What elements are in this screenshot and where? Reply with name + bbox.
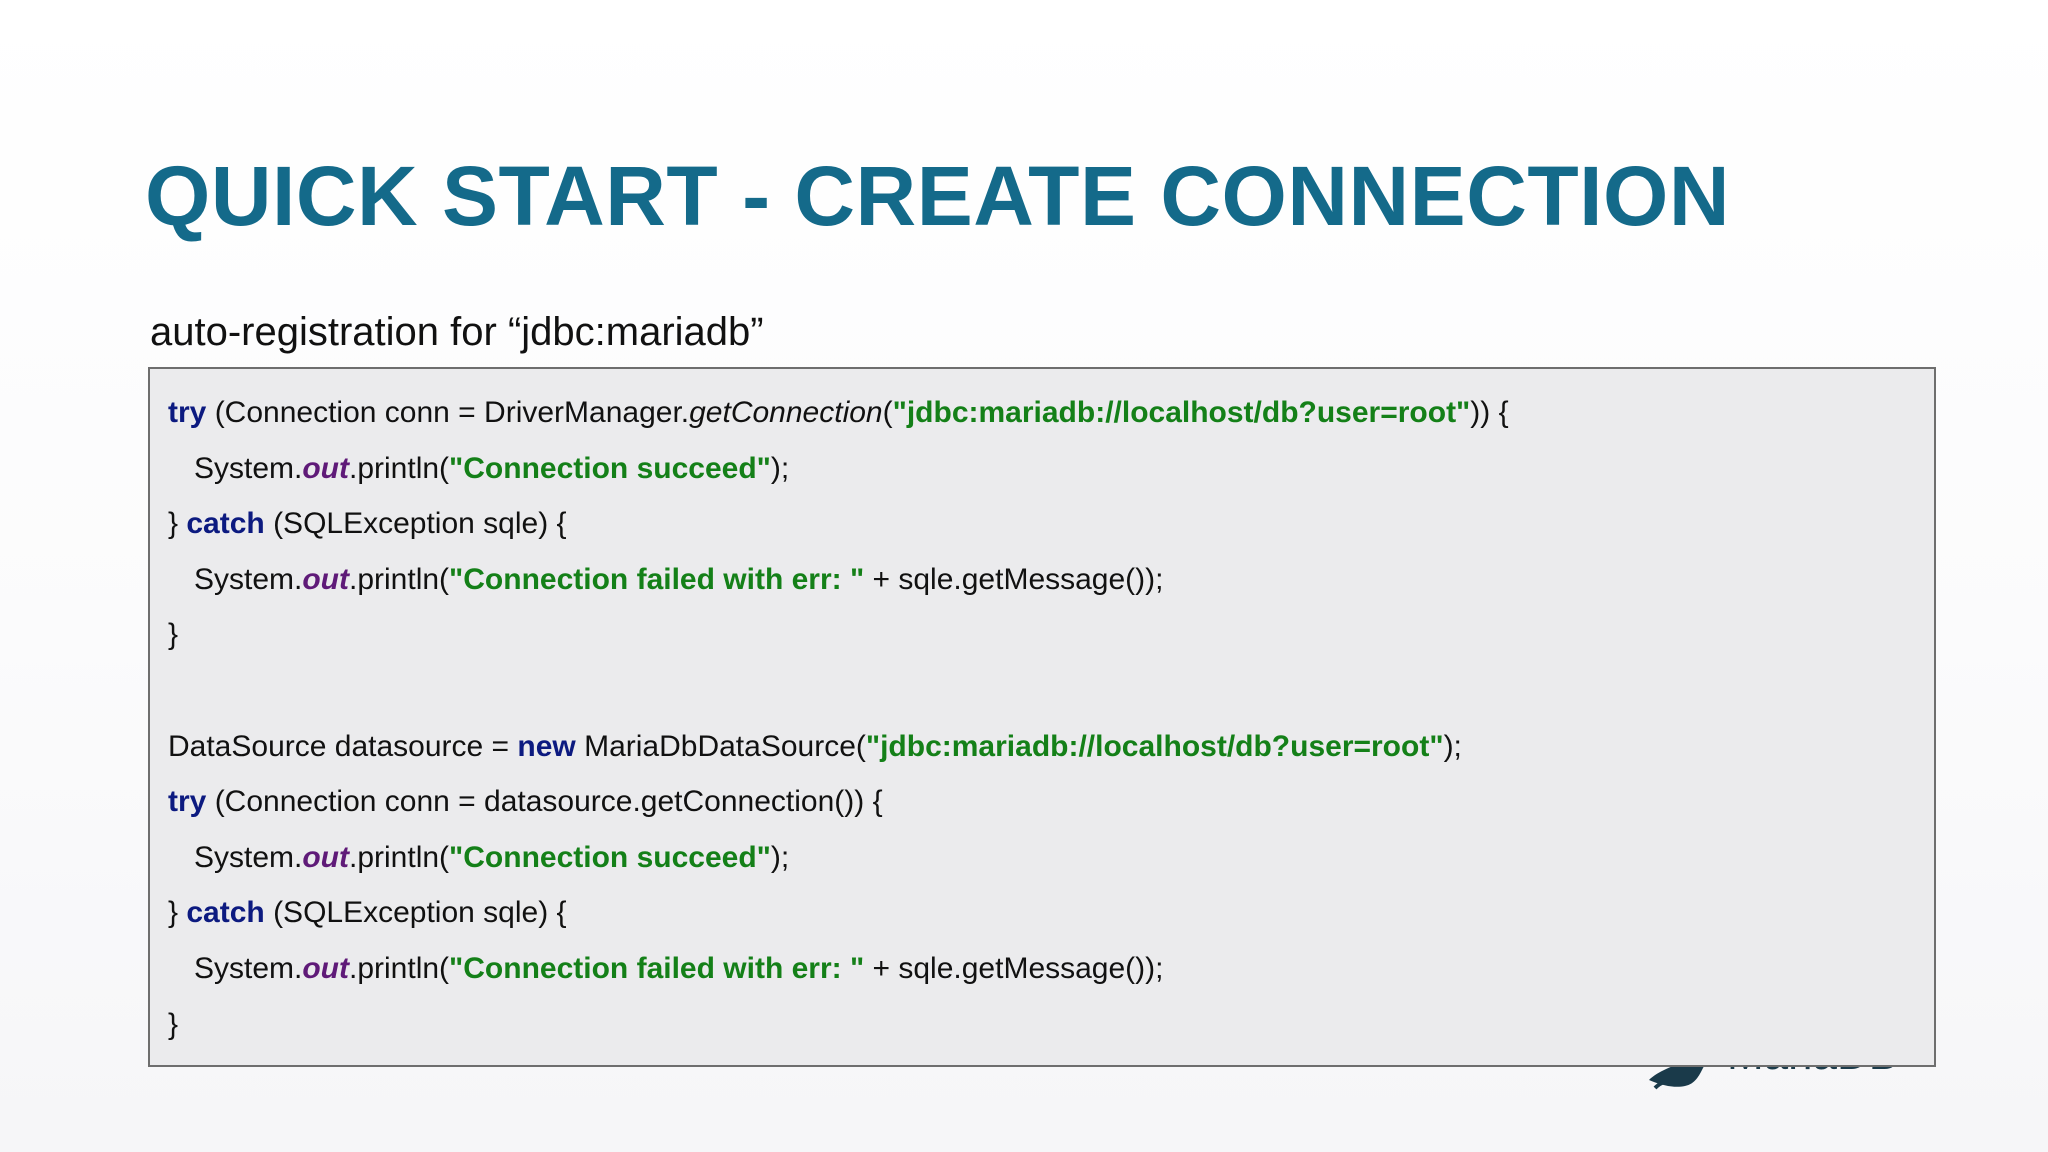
code-line-9: System.out.println("Connection succeed")… xyxy=(168,830,1916,886)
code-line-4: System.out.println("Connection failed wi… xyxy=(168,552,1916,608)
code-line-3: } catch (SQLException sqle) { xyxy=(168,496,1916,552)
string-literal: "Connection succeed" xyxy=(449,840,771,874)
string-literal: "Connection failed with err: " xyxy=(449,562,865,596)
code-text: .println( xyxy=(349,840,450,874)
code-text: (SQLException sqle) { xyxy=(264,896,567,930)
code-text: System. xyxy=(194,562,303,596)
code-text: )) { xyxy=(1470,396,1509,429)
code-line-2: System.out.println("Connection succeed")… xyxy=(168,441,1916,497)
code-text: ); xyxy=(1443,729,1462,763)
code-text: .println( xyxy=(349,451,450,485)
string-literal: "jdbc:mariadb://localhost/db?user=root" xyxy=(892,396,1471,429)
code-line-blank xyxy=(168,663,1916,719)
code-line-5: } xyxy=(168,618,179,652)
code-text: ( xyxy=(882,396,893,429)
code-text: System. xyxy=(194,951,303,985)
code-text: .println( xyxy=(349,562,450,596)
code-text: ); xyxy=(770,840,790,874)
field-name: out xyxy=(302,562,349,596)
field-name: out xyxy=(302,951,349,985)
string-literal: "Connection failed with err: " xyxy=(449,951,865,985)
string-literal: "jdbc:mariadb://localhost/db?user=root" xyxy=(865,729,1444,763)
keyword: try xyxy=(168,785,207,819)
code-line-1: try (Connection conn = DriverManager.get… xyxy=(168,385,1916,441)
code-text: } xyxy=(168,896,187,930)
keyword: try xyxy=(168,396,207,429)
code-block: try (Connection conn = DriverManager.get… xyxy=(148,367,1936,1067)
code-text: } xyxy=(168,507,187,541)
string-literal: "Connection succeed" xyxy=(449,451,771,485)
code-text: DataSource datasource = xyxy=(168,729,518,763)
code-text: + sqle.getMessage()); xyxy=(864,562,1164,596)
code-line-8: try (Connection conn = datasource.getCon… xyxy=(168,774,1916,830)
field-name: out xyxy=(302,451,349,485)
code-text: MariaDbDataSource( xyxy=(575,729,866,763)
code-text: (Connection conn = DriverManager. xyxy=(206,396,690,429)
field-name: out xyxy=(302,840,349,874)
keyword: new xyxy=(517,729,576,763)
code-text: + sqle.getMessage()); xyxy=(864,951,1164,985)
code-text: (SQLException sqle) { xyxy=(264,507,567,541)
code-text: System. xyxy=(194,451,303,485)
method-name: getConnection xyxy=(689,396,883,429)
slide-title: QUICK START - CREATE CONNECTION xyxy=(145,149,1731,243)
code-text: (Connection conn = datasource.getConnect… xyxy=(206,785,883,819)
code-line-11: System.out.println("Connection failed wi… xyxy=(168,941,1916,997)
code-text: ); xyxy=(770,451,790,485)
keyword: catch xyxy=(186,507,265,541)
code-line-12: } xyxy=(168,1007,179,1041)
code-line-10: } catch (SQLException sqle) { xyxy=(168,885,1916,941)
slide-subtitle: auto-registration for “jdbc:mariadb” xyxy=(150,310,764,354)
code-text: .println( xyxy=(349,951,450,985)
keyword: catch xyxy=(186,896,265,930)
code-text: System. xyxy=(194,840,303,874)
code-line-7: DataSource datasource = new MariaDbDataS… xyxy=(168,719,1916,775)
